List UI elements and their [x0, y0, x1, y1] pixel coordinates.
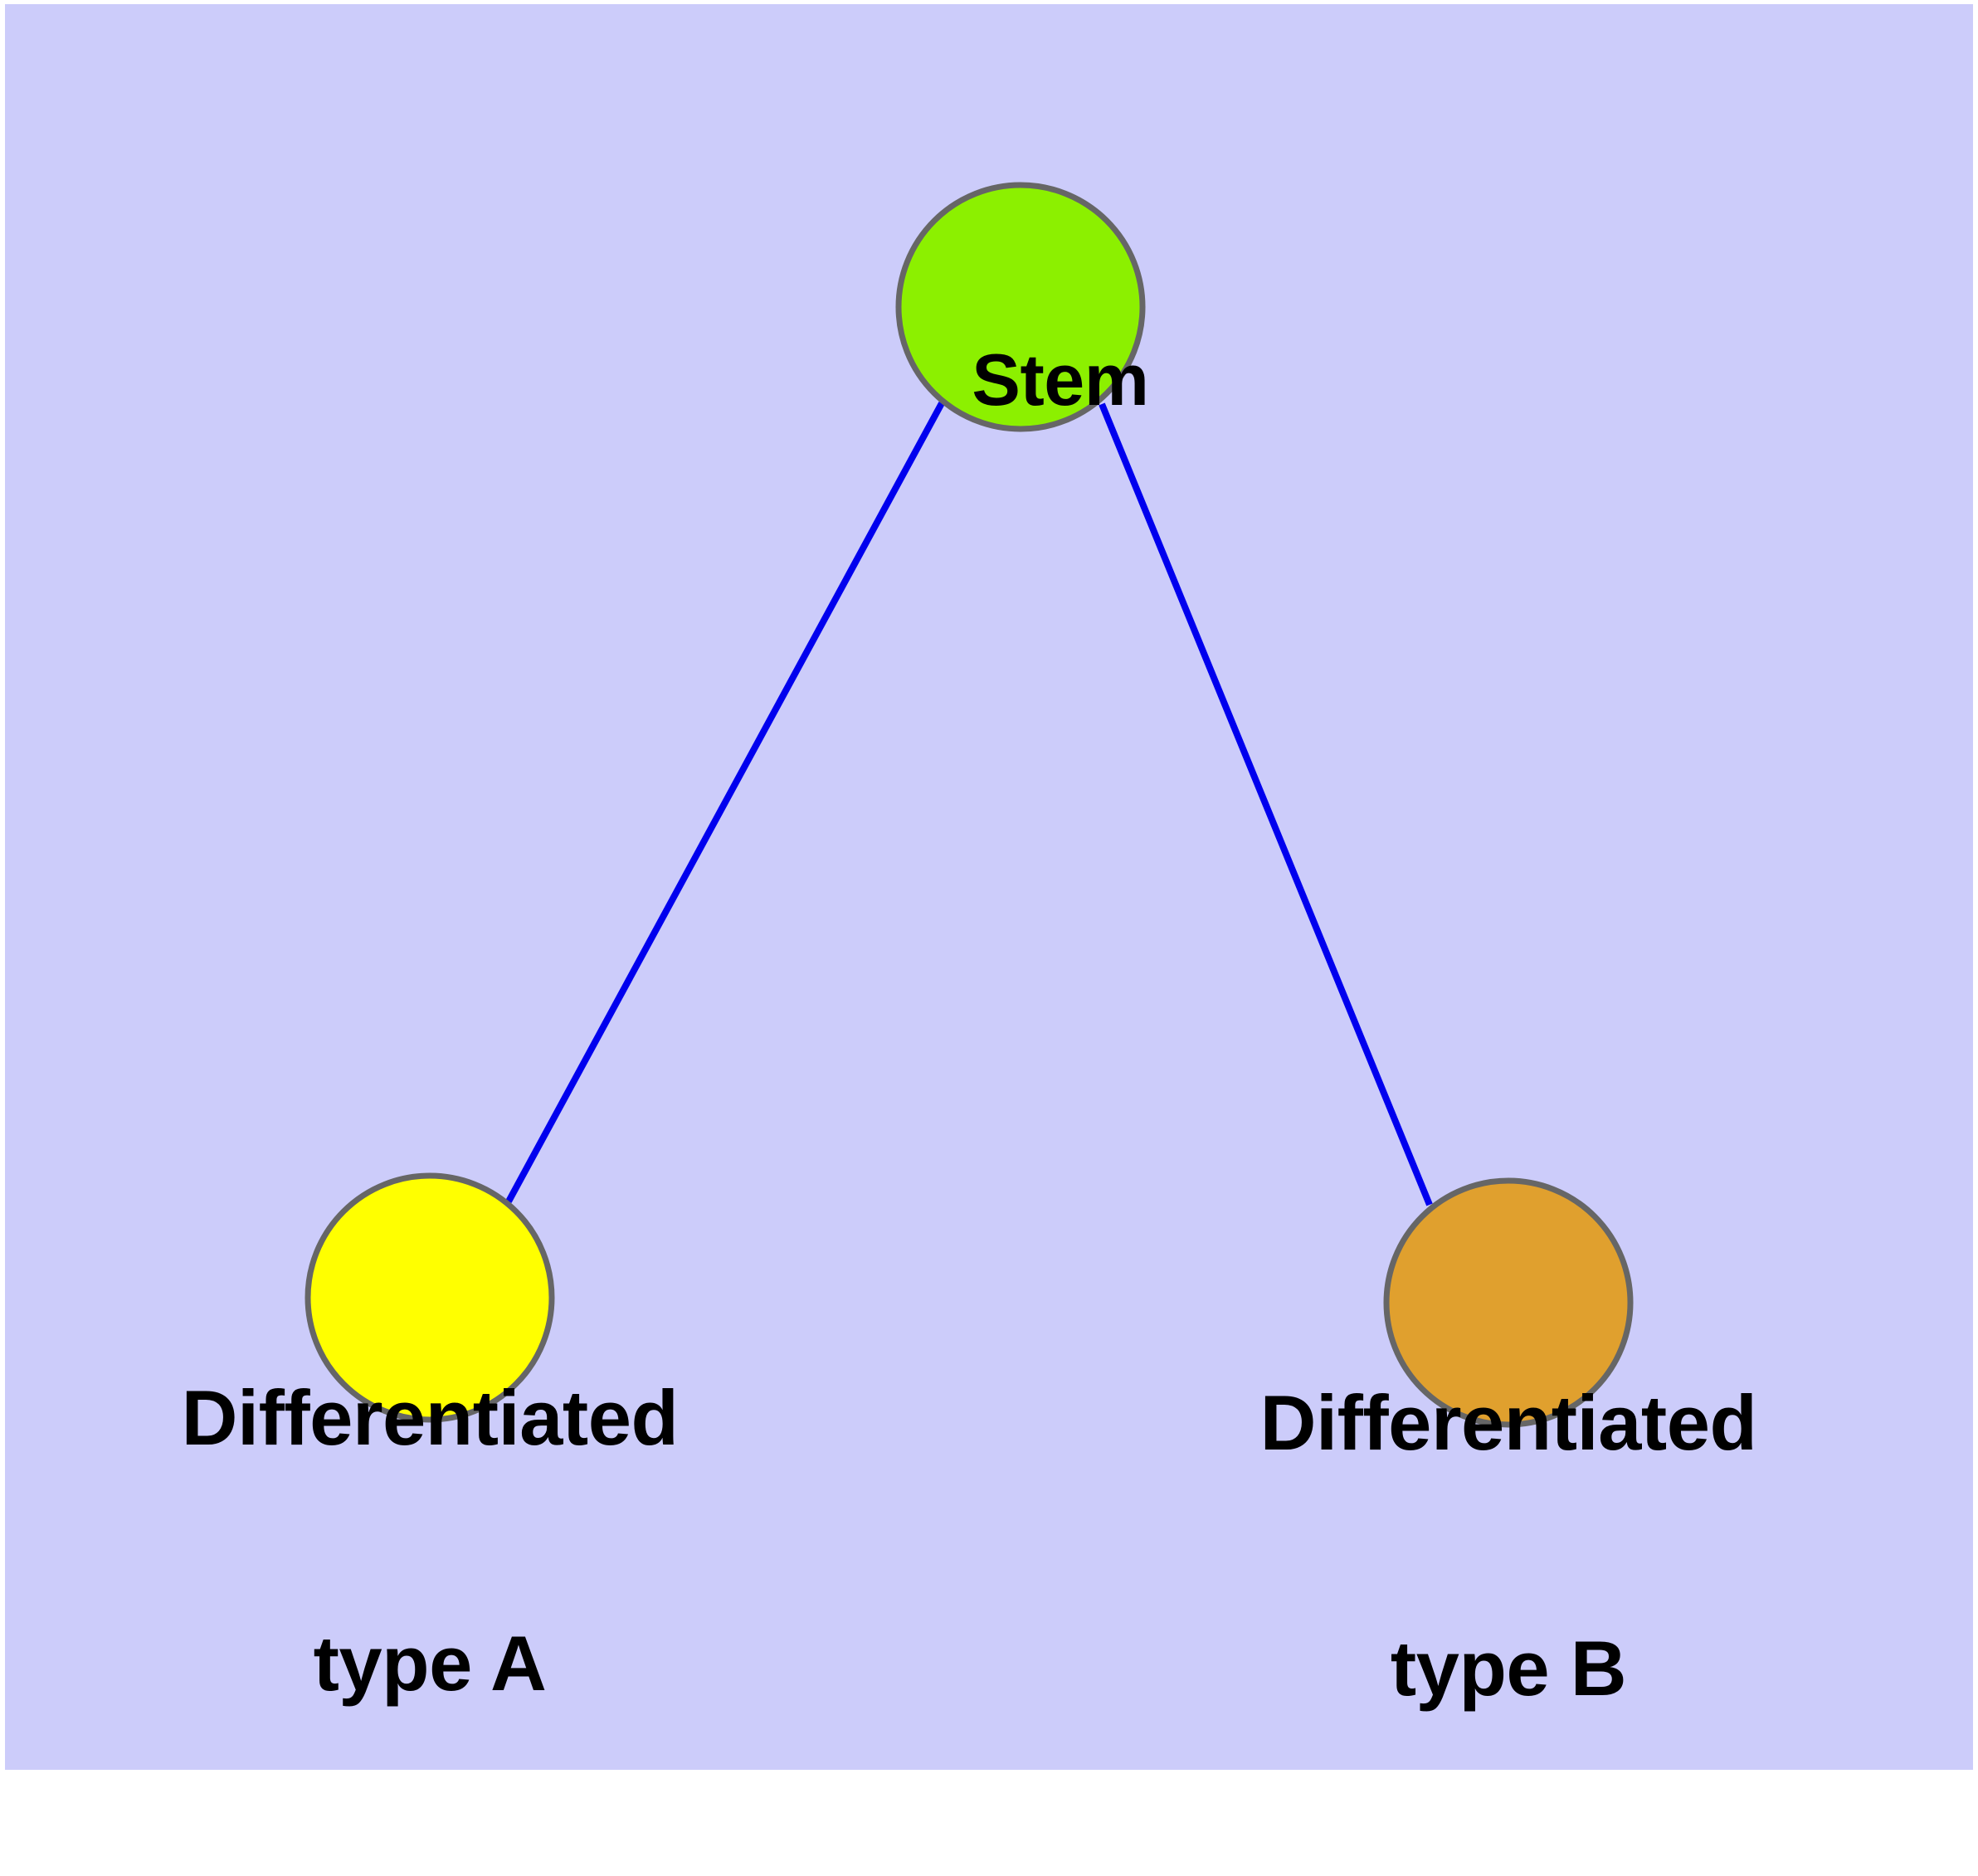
edge-stem-to-differentiated-type-a[interactable] — [505, 402, 945, 1203]
node-stem[interactable] — [895, 182, 1146, 432]
edge-stem-to-differentiated-type-b[interactable] — [1099, 402, 1433, 1206]
node-layer — [304, 182, 1634, 1428]
node-differentiated-type-b[interactable] — [1383, 1177, 1634, 1428]
graph-svg — [5, 4, 1973, 1770]
edge-layer — [505, 402, 1433, 1206]
graph-canvas: Stem Differentiated type A Differentiate… — [5, 4, 1973, 1770]
node-differentiated-type-a[interactable] — [304, 1172, 555, 1423]
